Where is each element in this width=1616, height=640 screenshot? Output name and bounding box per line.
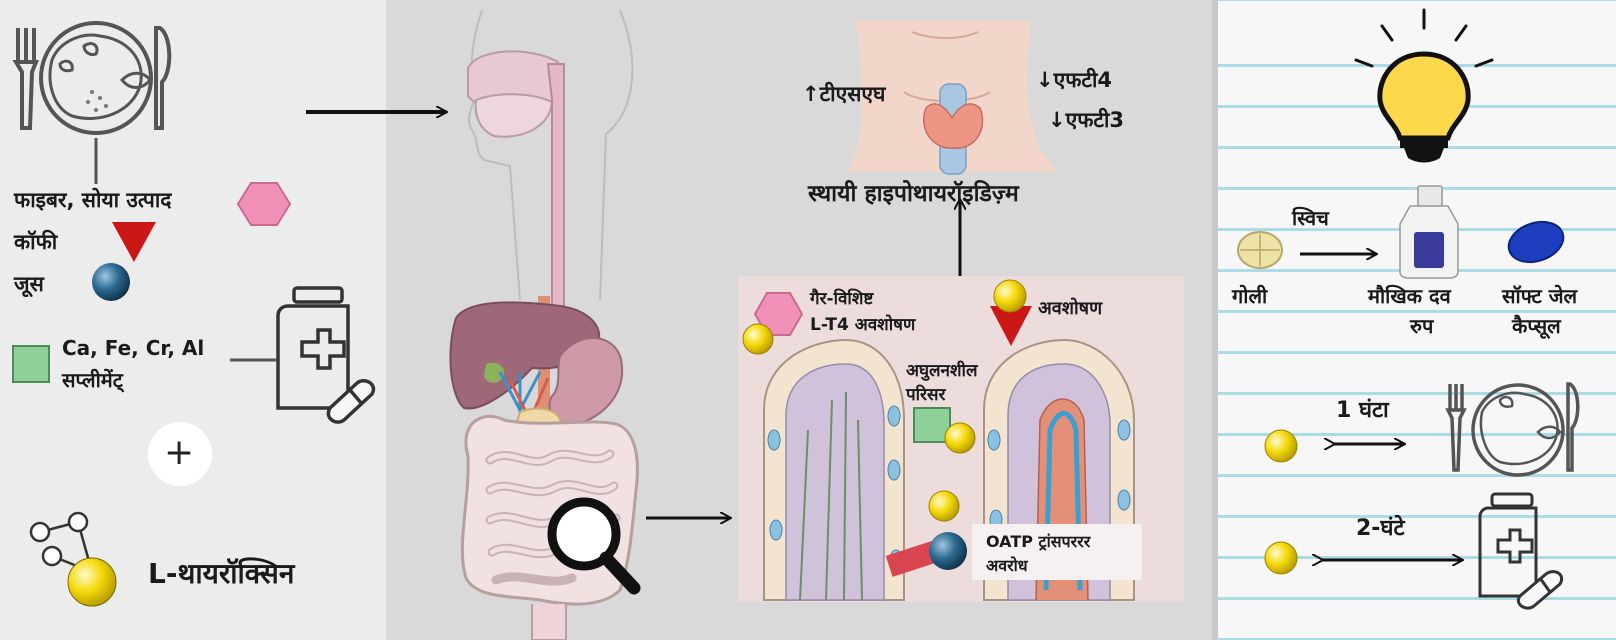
nonspecific-label-line2: L-T4 अवशोषण (810, 315, 916, 335)
supplements-label-word: सप्लीमेंट् (62, 368, 123, 392)
rectum (531, 604, 567, 640)
mouth-illustration (467, 50, 562, 138)
softgel-label-line2: कैप्सूल (1512, 314, 1561, 338)
molecule-icon (29, 511, 117, 607)
interferences-panel (0, 0, 386, 640)
insoluble-label-line1: अघुलनशील (906, 361, 978, 381)
ft3-label: ↓एफटी3 (1048, 108, 1125, 132)
oatp-transporter (885, 541, 939, 577)
pink-hexagon-icon (753, 292, 804, 336)
yellow-ball-icon (1264, 541, 1298, 575)
blue-ball-icon (929, 532, 967, 570)
liquid-bottle-icon (1399, 185, 1459, 279)
softgel-label-line1: सॉफ्ट जेल (1502, 284, 1578, 308)
magnifier-icon (547, 497, 641, 595)
pink-hexagon-icon (236, 182, 292, 226)
plate-dots (86, 90, 108, 112)
nonspecific-label-line1: गैर-विशिष्ट (810, 289, 874, 309)
foods-label-coffee: कॉफी (14, 230, 58, 254)
absorption-label: अवशोषण (1038, 298, 1103, 319)
plate-icon (12, 21, 172, 135)
neck-illustration (848, 20, 1058, 175)
yellow-ball-icon (928, 490, 960, 522)
medicine-jar-icon (276, 286, 376, 424)
green-square-icon (913, 407, 951, 443)
yellow-ball-icon (742, 323, 774, 355)
medicine-jar-icon (1478, 492, 1563, 610)
tsh-label: ↑टीएसएघ (802, 82, 886, 106)
plus-circle (148, 422, 212, 486)
yellow-ball-icon (944, 422, 976, 454)
tips-panel (1218, 0, 1616, 640)
softgel-icon (1507, 220, 1565, 264)
liquid-label-line1: मौखिक दव (1368, 284, 1451, 308)
insoluble-label-line2: परिसर (906, 385, 946, 405)
switch-label: स्विच (1292, 206, 1329, 230)
drug-name: L-थायरॉक्सिन (148, 557, 295, 590)
head-outline (468, 9, 634, 301)
panel-divider (1212, 0, 1220, 640)
blue-ball-icon (92, 263, 130, 301)
gallbladder (484, 362, 505, 383)
ft4-label: ↓एफटी4 (1036, 68, 1113, 92)
red-triangle-icon (112, 222, 156, 262)
light-bulb-icon (1354, 8, 1494, 163)
stomach (548, 337, 624, 426)
yellow-ball-icon (993, 279, 1027, 313)
hypothyroidism-title: स्थायी हाइपोथायरॉइडिज़्म (808, 181, 1019, 207)
foods-label-juice: जूस (14, 272, 44, 296)
oatp-label-line1: OATP ट्रांसपररर (986, 532, 1091, 551)
oatp-label-box (972, 524, 1142, 580)
red-triangle-icon (990, 306, 1032, 346)
green-square-icon (12, 345, 50, 383)
yellow-ball-icon (1264, 429, 1298, 463)
foods-label-fiber-soy: फाइबर, सोया उत्पाद (14, 188, 172, 212)
liquid-label-line2: रुप (1410, 314, 1434, 338)
plate-icon (1445, 382, 1580, 477)
plus-sign: + (164, 432, 195, 473)
supplements-label-minerals: Ca, Fe, Cr, Al (62, 336, 205, 360)
oatp-label-line2: अवरोध (986, 556, 1028, 575)
one-hour-label: 1 घंटा (1336, 398, 1389, 423)
villus-left (763, 338, 905, 601)
two-hours-label: 2-घंटे (1356, 516, 1405, 541)
tablet-icon (1237, 231, 1283, 269)
tablet-label: गोली (1232, 284, 1268, 308)
